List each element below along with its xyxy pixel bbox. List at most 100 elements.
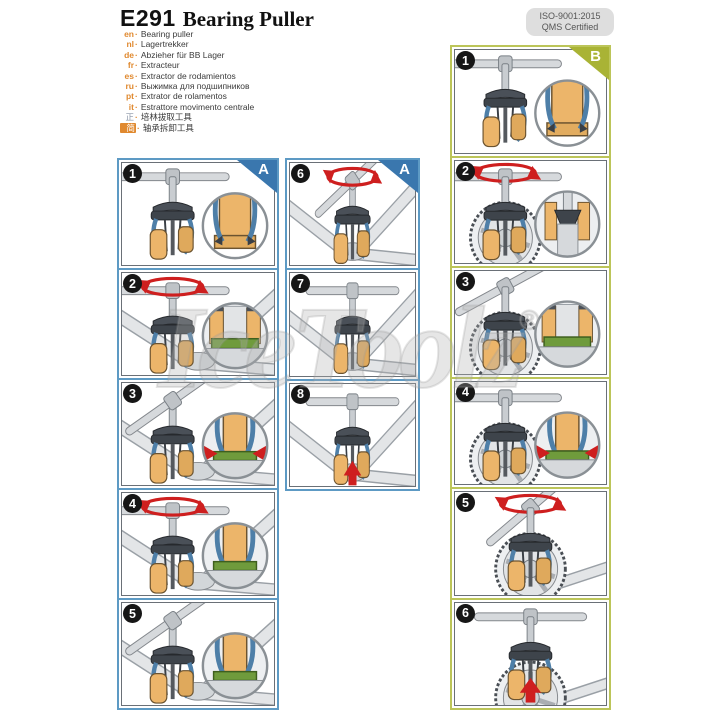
language-list: en·Bearing puller nl·Lagertrekker de·Abz… <box>120 29 254 134</box>
lang-code: ru <box>125 81 135 92</box>
step-number-badge: 7 <box>291 274 310 294</box>
step-a4-frame <box>121 492 275 596</box>
step-cell-b4: 4 <box>452 376 609 488</box>
step-number-badge: 4 <box>123 494 142 513</box>
step-cell-a5: 5 <box>119 598 277 708</box>
step-number-badge: 1 <box>123 164 142 183</box>
lang-code: pt <box>125 91 134 102</box>
language-row-fr: fr·Extracteur <box>120 60 254 70</box>
separator-dot: · <box>135 91 138 102</box>
step-b5-illustration <box>482 492 606 595</box>
step-cell-a3: 3 <box>119 378 277 488</box>
lang-code: de <box>124 49 134 60</box>
separator-dot: · <box>135 81 138 92</box>
lang-code: nl <box>126 39 134 50</box>
separator-dot: · <box>135 39 138 50</box>
separator-dot: · <box>137 122 140 133</box>
step-b3-illustration <box>455 271 606 374</box>
product-name: Bearing Puller <box>182 7 314 31</box>
step-a3-illustration <box>122 383 274 485</box>
lang-text: Extracteur <box>140 60 180 71</box>
lang-text: Выжимка для подшипников <box>140 81 250 92</box>
step-a1-frame <box>121 162 275 266</box>
step-b4-frame <box>454 380 607 485</box>
separator-dot: · <box>135 29 138 39</box>
step-number-badge: 8 <box>291 384 310 404</box>
language-row-it: it·Estrattore movimento centrale <box>120 102 254 112</box>
lang-code: 简 <box>120 122 136 134</box>
step-b6-illustration <box>473 607 606 705</box>
lang-text: 轴承拆卸工具 <box>142 122 194 133</box>
step-number-badge: 2 <box>456 161 475 181</box>
panel-a-steps-1-5: 1 A 2 <box>117 158 279 710</box>
panel-b-steps-1-6: 1 B 2 <box>450 45 611 710</box>
step-number-badge: 2 <box>123 274 142 293</box>
step-cell-a4: 4 <box>119 488 277 598</box>
step-number-badge: 5 <box>123 604 142 623</box>
language-row-pt: pt·Extrator de rolamentos <box>120 91 254 101</box>
separator-dot: · <box>135 101 138 112</box>
step-a3-frame <box>121 382 275 486</box>
step-b4-illustration <box>455 388 606 485</box>
step-cell-a2: 2 <box>119 268 277 378</box>
lang-code: en <box>124 29 134 39</box>
step-cell-b3: 3 <box>452 266 609 377</box>
step-a6-illustration <box>290 163 415 265</box>
language-row-ru: ru·Выжимка для подшипников <box>120 81 254 91</box>
language-row-de: de·Abzieher für BB Lager <box>120 50 254 60</box>
step-b2-illustration <box>455 162 606 264</box>
step-cell-a8: 8 <box>287 378 418 489</box>
panel-a-steps-6-8: 6 A 7 8 <box>285 158 420 491</box>
step-cell-b5: 5 <box>452 487 609 598</box>
language-row-nl: nl·Lagertrekker <box>120 39 254 49</box>
lang-code: es <box>124 70 134 81</box>
step-a7-illustration <box>290 282 415 375</box>
step-b2-frame <box>454 159 607 264</box>
lang-text: Extrator de rolamentos <box>140 91 227 102</box>
step-a6-frame <box>289 162 416 267</box>
step-b6-frame <box>454 601 607 706</box>
lang-code: it <box>128 101 134 112</box>
lang-text: Bearing puller <box>140 29 194 39</box>
step-b1-illustration <box>455 55 606 153</box>
step-cell-b2: 2 <box>452 155 609 267</box>
language-row-zh-tw: 正·培林拔取工具 <box>120 112 254 122</box>
step-a1-illustration <box>122 168 274 265</box>
step-a4-illustration <box>122 496 274 595</box>
separator-dot: · <box>135 49 138 60</box>
step-cell-b6: 6 <box>452 597 609 709</box>
step-a5-frame <box>121 602 275 706</box>
step-number-badge: 5 <box>456 493 475 512</box>
step-number-badge: 6 <box>291 164 310 183</box>
step-a5-illustration <box>122 603 274 705</box>
step-a8-frame <box>289 382 416 487</box>
lang-text: Lagertrekker <box>140 39 189 50</box>
step-cell-b1: 1 B <box>452 47 609 156</box>
step-a7-frame <box>289 272 416 377</box>
step-b5-frame <box>454 491 607 596</box>
lang-text: Estrattore movimento centrale <box>140 101 255 112</box>
step-number-badge: 3 <box>456 272 475 291</box>
lang-text: 培林拔取工具 <box>140 112 192 123</box>
cert-line-1: ISO-9001:2015 <box>539 11 601 21</box>
lang-code: 正 <box>125 112 134 123</box>
cert-line-2: QMS Certified <box>541 22 599 32</box>
step-a2-frame <box>121 272 275 376</box>
product-code: E291 <box>120 5 176 31</box>
separator-dot: · <box>135 112 138 123</box>
separator-dot: · <box>135 70 138 81</box>
step-a2-illustration <box>122 276 274 375</box>
step-number-badge: 3 <box>123 384 142 403</box>
step-b3-frame <box>454 270 607 375</box>
step-number-badge: 4 <box>456 382 475 402</box>
step-cell-a6: 6 A <box>287 160 418 268</box>
language-row-zh-cn: 简·轴承拆卸工具 <box>120 122 254 134</box>
step-number-badge: 6 <box>456 603 475 623</box>
step-cell-a1: 1 A <box>119 160 277 268</box>
lang-code: fr <box>127 60 134 71</box>
language-row-es: es·Extractor de rodamientos <box>120 71 254 81</box>
lang-text: Extractor de rodamientos <box>140 70 236 81</box>
step-b1-frame <box>454 49 607 154</box>
